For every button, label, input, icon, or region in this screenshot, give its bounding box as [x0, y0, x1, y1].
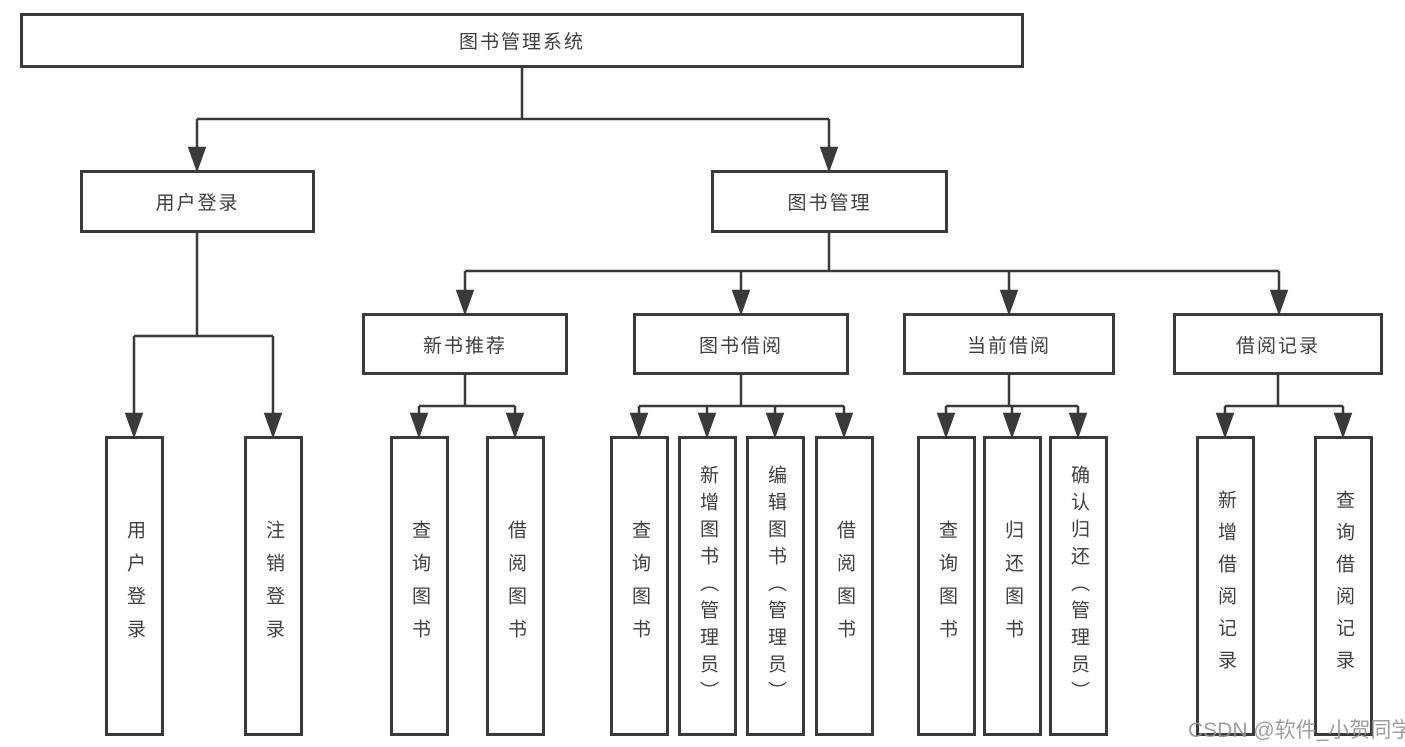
leaf-add-book-admin: 新增图书（管理员）	[678, 436, 737, 736]
leaf-borrow-books: 借阅图书	[815, 436, 874, 736]
node-book-management: 图书管理	[711, 170, 948, 233]
node-current-borrowing: 当前借阅	[903, 313, 1115, 375]
leaf-current-query-books: 查询图书	[917, 436, 976, 736]
leaf-query-borrow-record: 查询借阅记录	[1314, 436, 1373, 736]
leaf-add-borrow-record: 新增借阅记录	[1196, 436, 1255, 736]
node-new-book-recommend: 新书推荐	[362, 313, 568, 375]
leaf-borrow-query-books: 查询图书	[610, 436, 669, 736]
node-book-borrowing: 图书借阅	[633, 313, 849, 375]
leaf-confirm-return-admin: 确认归还（管理员）	[1049, 436, 1108, 736]
node-borrowing-records: 借阅记录	[1173, 313, 1383, 375]
watermark: CSDN @软件_小贺同学	[1188, 719, 1405, 742]
leaf-return-books: 归还图书	[983, 436, 1042, 736]
leaf-newbook-borrow-books: 借阅图书	[486, 436, 545, 736]
leaf-edit-book-admin: 编辑图书（管理员）	[746, 436, 805, 736]
node-user-login: 用户登录	[80, 170, 315, 233]
leaf-newbook-query-books: 查询图书	[390, 436, 449, 736]
leaf-logout: 注销登录	[244, 436, 303, 736]
node-root-system: 图书管理系统	[20, 13, 1024, 68]
leaf-user-login: 用户登录	[105, 436, 164, 736]
